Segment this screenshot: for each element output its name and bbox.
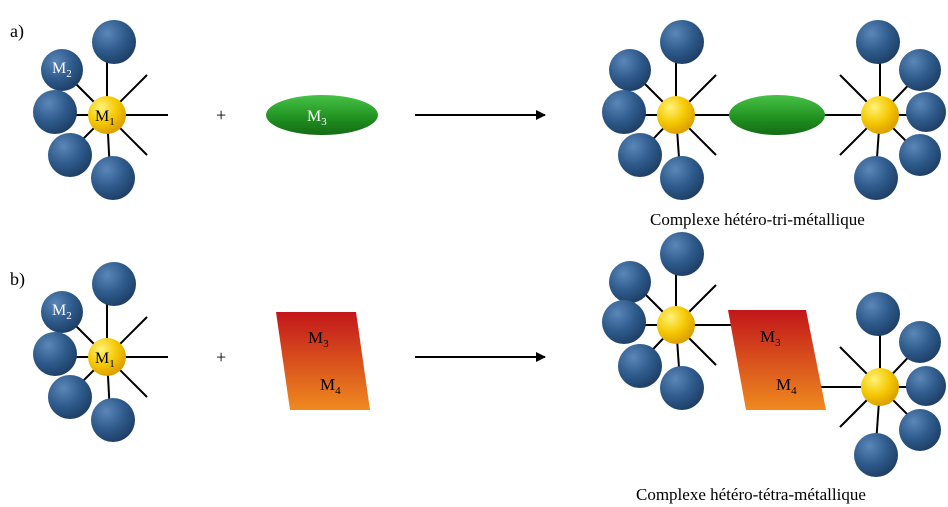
- m2-ball: [48, 133, 92, 177]
- m2-label: M2: [52, 302, 72, 322]
- panel-b-m1-complex: M2 M1: [33, 262, 168, 442]
- m2-ball: [92, 20, 136, 64]
- panel-b-plus: +: [216, 347, 226, 367]
- m1-label: M1: [95, 350, 115, 370]
- panel-b-m3m4-block: M3 M4: [276, 312, 370, 410]
- m4-label: M4: [320, 375, 341, 397]
- panel-a-m3-ellipse: M3: [266, 95, 378, 135]
- m1-core: [88, 96, 126, 134]
- m2-ball: [48, 375, 92, 419]
- panel-a-m1-complex: M2 M1: [33, 20, 168, 200]
- panel-b-product: M3 M4: [602, 232, 946, 477]
- m2-ball: [41, 49, 83, 91]
- panel-a-plus: +: [216, 105, 226, 125]
- panel-a-caption: Complexe hétéro-tri-métallique: [650, 210, 865, 229]
- m2-ball: [33, 90, 77, 134]
- product-m4-label: M4: [776, 375, 797, 397]
- m3-label: M3: [308, 328, 329, 350]
- panel-b-caption: Complexe hétéro-tétra-métallique: [636, 485, 866, 504]
- m2-label: M2: [52, 60, 72, 80]
- m2-ball: [92, 262, 136, 306]
- m1-core: [88, 338, 126, 376]
- m1-label: M1: [95, 108, 115, 128]
- product-m3-label: M3: [760, 327, 781, 349]
- m2-ball: [33, 332, 77, 376]
- m2-ball: [91, 156, 135, 200]
- m2-ball: [91, 398, 135, 442]
- panel-b-label: b): [10, 269, 25, 290]
- m3-label: M3: [307, 108, 327, 128]
- m2-ball: [41, 291, 83, 333]
- panel-a-label: a): [10, 21, 24, 42]
- panel-a-product: [602, 20, 946, 200]
